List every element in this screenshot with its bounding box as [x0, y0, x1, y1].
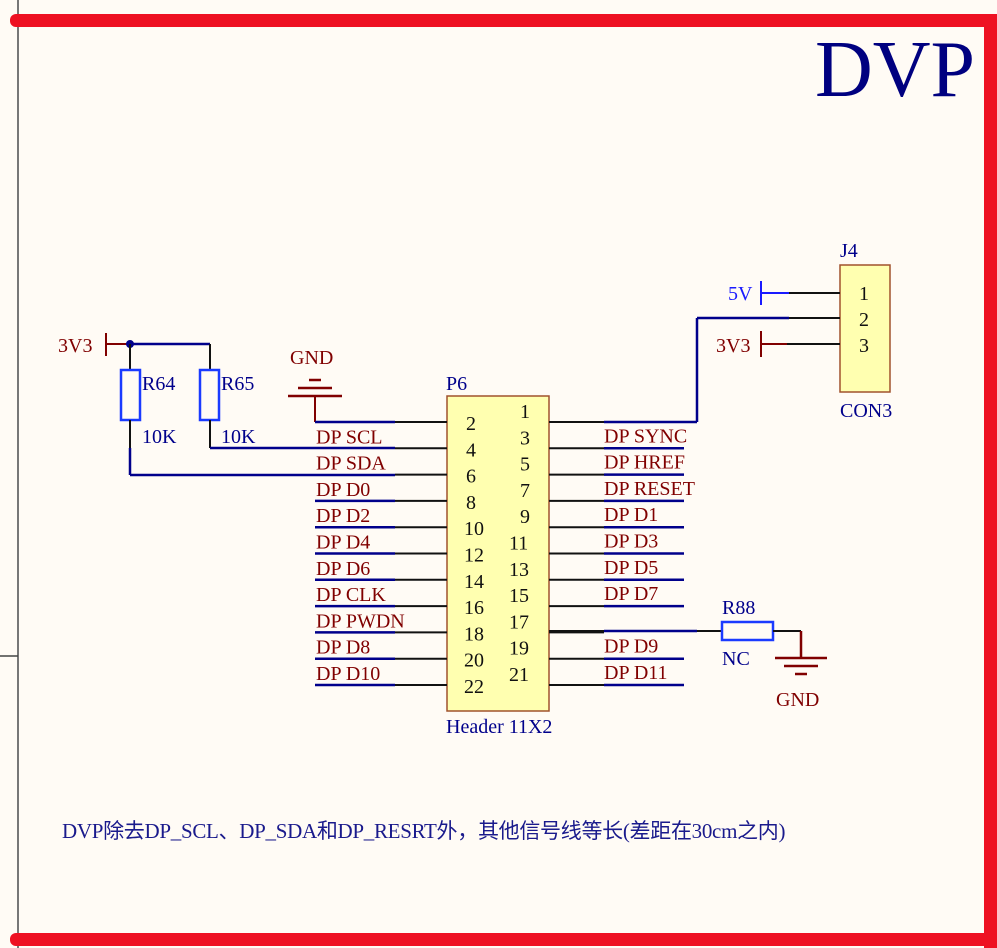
- p6-pin-number: 5: [520, 454, 530, 476]
- j4-designator: J4: [840, 240, 858, 262]
- p6-pin-number: 1: [520, 401, 530, 423]
- j4-pin-3: 3: [859, 335, 869, 357]
- p6-pin-number: 17: [509, 611, 529, 633]
- p6-pin-number: 7: [520, 480, 530, 502]
- pullup-network: 3V3 R64 10K R65 10K: [58, 333, 395, 477]
- right-net-labels: DP SYNC DP HREF DP RESET DP D1 DP D3 DP D5 DP …: [604, 420, 697, 687]
- gnd-label-top: GND: [290, 347, 333, 369]
- net-label: DP PWDN: [316, 610, 405, 632]
- p6-pin-number: 12: [464, 545, 484, 567]
- net-label: DP D11: [604, 662, 668, 684]
- p6-pin-number: 21: [509, 664, 529, 686]
- net-label: DP SYNC: [604, 425, 687, 447]
- net-label: DP SDA: [316, 453, 386, 475]
- gnd-label-r88: GND: [776, 689, 819, 711]
- p6-pin-number: 3: [520, 427, 530, 449]
- p6-pin-number: 20: [464, 650, 484, 672]
- p6-pin-number: 6: [466, 466, 476, 488]
- p6-pin-number: 2: [466, 413, 476, 435]
- net-label: DP D0: [316, 479, 370, 501]
- net-label: DP D3: [604, 531, 658, 553]
- p6-pin-number: 18: [464, 623, 484, 645]
- net-label: DP D5: [604, 557, 658, 579]
- p6-pin-number: 16: [464, 597, 484, 619]
- p6-pin-number: 22: [464, 676, 484, 698]
- r88-value: NC: [722, 648, 750, 670]
- power-3v3-j4: 3V3: [716, 335, 750, 357]
- sheet-title: DVP: [814, 26, 975, 114]
- j4-body[interactable]: [839, 264, 891, 393]
- j4-value: CON3: [840, 400, 892, 422]
- j4-pin-1: 1: [859, 283, 869, 305]
- r65-designator: R65: [221, 373, 254, 395]
- net-label: DP D7: [604, 583, 658, 605]
- p6-pin-number: 15: [509, 585, 529, 607]
- net-label: DP RESET: [604, 478, 695, 500]
- p6-value: Header 11X2: [446, 716, 552, 738]
- net-label: DP D2: [316, 505, 370, 527]
- p6-pin-number: 11: [509, 533, 528, 555]
- r88-designator: R88: [722, 597, 755, 619]
- r64-value: 10K: [142, 426, 177, 448]
- net-label: DP CLK: [316, 584, 386, 606]
- r88-network: R88 NC GND: [549, 597, 827, 711]
- r64-body[interactable]: [119, 368, 142, 422]
- right-border: [984, 14, 997, 948]
- net-label: DP HREF: [604, 452, 685, 474]
- r65-value: 10K: [221, 426, 256, 448]
- p6-pin-number: 9: [520, 506, 530, 528]
- left-net-labels: DP SCL DP SDA DP D0 DP D2 DP D4 DP D6 DP CLK DP…: [315, 426, 405, 687]
- r88-body[interactable]: [720, 620, 775, 642]
- p6-body[interactable]: [446, 395, 550, 712]
- design-note: DVP除去DP_SCL、DP_SDA和DP_RESRT外，其他信号线等长(差距在…: [62, 819, 786, 843]
- r65-body[interactable]: [198, 368, 221, 422]
- net-label: DP D6: [316, 558, 370, 580]
- net-label: DP D9: [604, 636, 658, 658]
- p6-pin-number: 19: [509, 638, 529, 660]
- net-label: DP D4: [316, 532, 370, 554]
- j4-connector: J4 CON3 1 2 3 5V 3V3: [695, 240, 892, 422]
- p6-pin-number: 4: [466, 439, 476, 461]
- net-label: DP D8: [316, 637, 370, 659]
- p6-pin-number: 13: [509, 559, 529, 581]
- p6-designator: P6: [446, 373, 467, 395]
- p6-pin-number: 10: [464, 518, 484, 540]
- power-5v: 5V: [728, 283, 753, 305]
- top-border: [10, 14, 997, 27]
- net-label: DP D1: [604, 504, 658, 526]
- j4-pin-2: 2: [859, 309, 869, 331]
- p6-pin-number: 8: [466, 492, 476, 514]
- r64-designator: R64: [142, 373, 175, 395]
- net-label: DP D10: [316, 663, 380, 685]
- bottom-border: [10, 933, 997, 946]
- net-label: DP SCL: [316, 426, 383, 448]
- power-3v3-left: 3V3: [58, 335, 92, 357]
- p6-pin-number: 14: [464, 571, 484, 593]
- gnd-symbol-top: GND: [288, 347, 395, 424]
